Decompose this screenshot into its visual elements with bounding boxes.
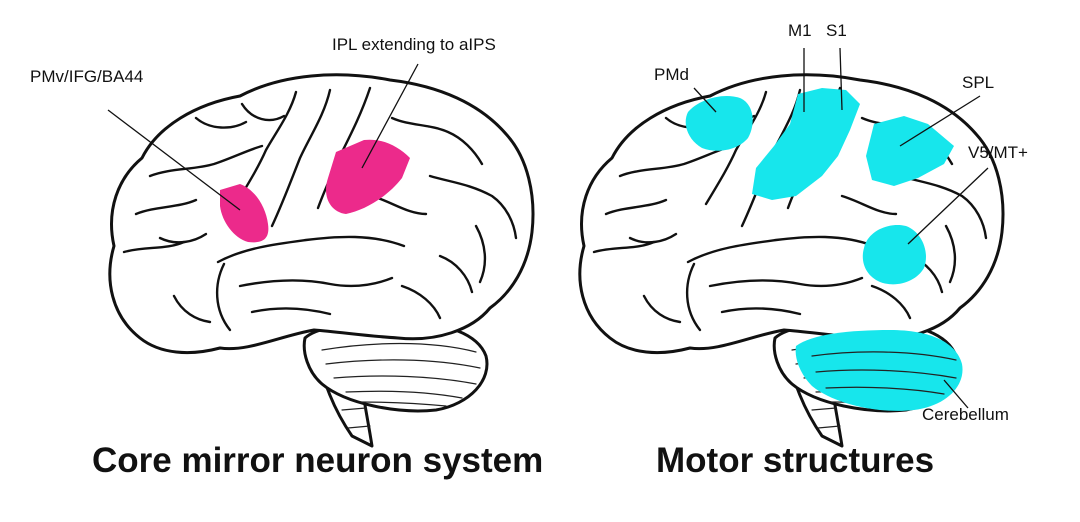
label-m1: M1 (788, 21, 812, 40)
region-spl (866, 116, 954, 186)
panel-motor: PMd M1 S1 SPL V5/MT+ Cerebellum Motor st… (578, 21, 1028, 480)
label-ipl-aips: IPL extending to aIPS (332, 35, 496, 54)
label-pmv-ifg-ba44: PMv/IFG/BA44 (30, 67, 143, 86)
region-ipl-aips (326, 139, 410, 214)
region-m1-s1 (752, 88, 860, 200)
leader-pmv (107, 109, 241, 211)
label-v5-mt: V5/MT+ (968, 143, 1028, 162)
leader-v5 (907, 167, 989, 245)
label-pmd: PMd (654, 65, 689, 84)
region-pmv-ifg-ba44 (220, 184, 269, 243)
leader-s1 (839, 47, 843, 111)
leader-ipl (361, 63, 419, 169)
panel-core-mirror: PMv/IFG/BA44 IPL extending to aIPS Core … (30, 35, 543, 480)
label-cerebellum: Cerebellum (922, 405, 1009, 424)
label-s1: S1 (826, 21, 847, 40)
region-v5-mt (862, 224, 926, 285)
region-pmd (685, 95, 753, 151)
leader-spl (899, 95, 981, 147)
brain-illustration-left (108, 73, 535, 448)
caption-motor: Motor structures (656, 441, 934, 480)
leader-pmd (693, 87, 717, 113)
leader-cerebellum (943, 379, 969, 409)
label-spl: SPL (962, 73, 994, 92)
caption-core-mirror: Core mirror neuron system (92, 441, 543, 480)
